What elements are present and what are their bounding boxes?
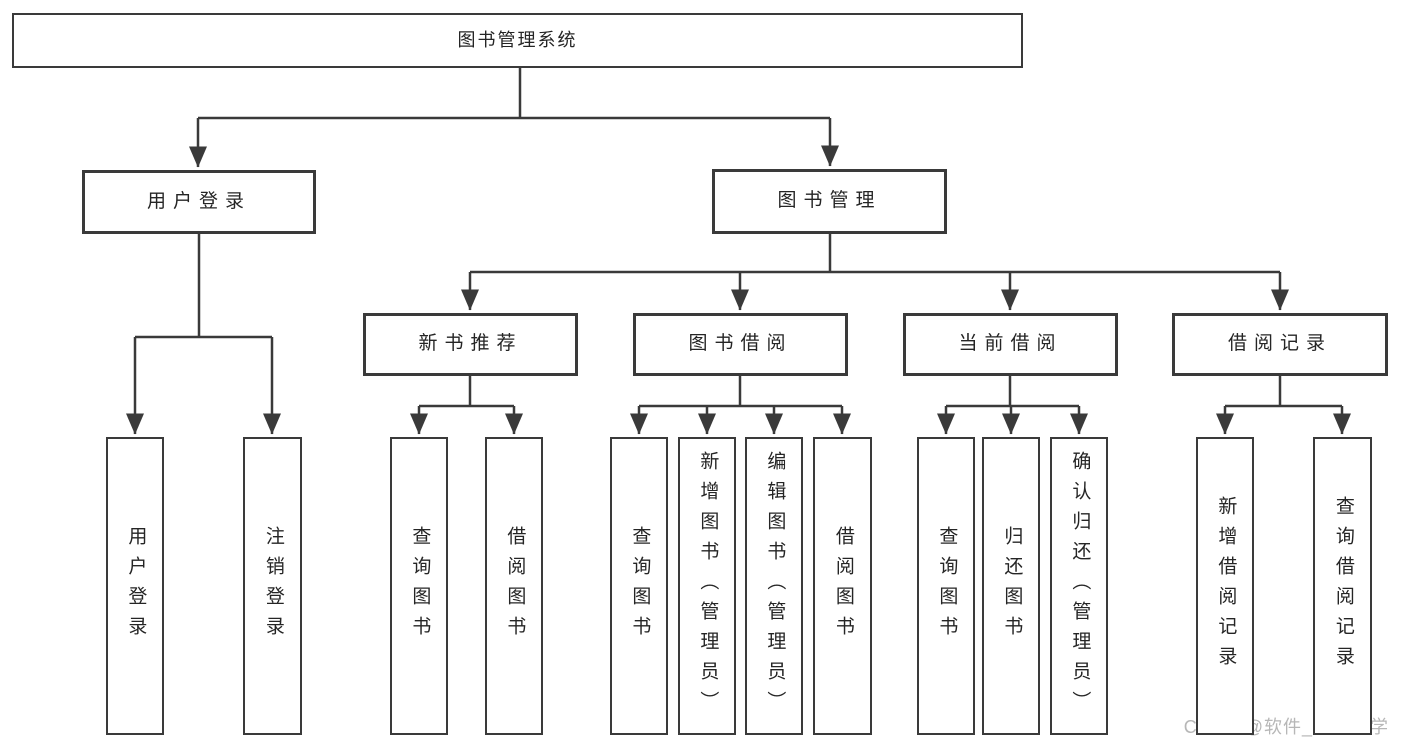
node-borrow-records: 借阅记录 — [1172, 313, 1388, 376]
node-leaf-search-book-2: 查询图书 — [610, 437, 668, 735]
node-root: 图书管理系统 — [12, 13, 1023, 68]
node-book-management: 图书管理 — [712, 169, 947, 234]
node-book-borrow: 图书借阅 — [633, 313, 848, 376]
node-leaf-add-book-admin: 新增图书（管理员） — [678, 437, 736, 735]
node-leaf-return-book: 归还图书 — [982, 437, 1040, 735]
node-user-login: 用户登录 — [82, 170, 316, 234]
node-leaf-confirm-return: 确认归还（管理员） — [1050, 437, 1108, 735]
node-leaf-borrow-book-2: 借阅图书 — [813, 437, 872, 735]
node-leaf-search-record: 查询借阅记录 — [1313, 437, 1372, 735]
node-leaf-search-book-3: 查询图书 — [917, 437, 975, 735]
node-leaf-logout: 注销登录 — [243, 437, 302, 735]
node-new-book-recommend: 新书推荐 — [363, 313, 578, 376]
node-leaf-user-login: 用户登录 — [106, 437, 164, 735]
node-current-borrow: 当前借阅 — [903, 313, 1118, 376]
node-leaf-add-record: 新增借阅记录 — [1196, 437, 1254, 735]
node-leaf-edit-book-admin: 编辑图书（管理员） — [745, 437, 803, 735]
node-leaf-search-book-1: 查询图书 — [390, 437, 448, 735]
node-leaf-borrow-book-1: 借阅图书 — [485, 437, 543, 735]
